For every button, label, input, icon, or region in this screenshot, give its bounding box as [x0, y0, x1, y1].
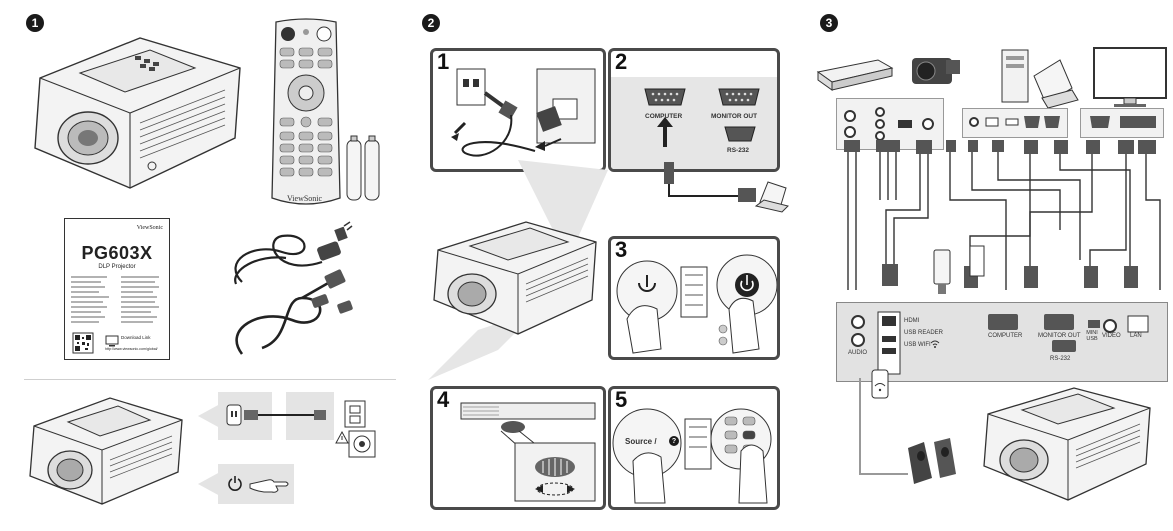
step-badge-3: 3	[820, 14, 838, 32]
panel-adjust-focus: 4	[430, 386, 606, 510]
usb-reader-dongle	[933, 249, 951, 294]
label-computer-port: COMPUTER	[988, 333, 1023, 339]
projector-small-illustration	[29, 397, 183, 505]
connect-up-arrow	[657, 117, 673, 147]
projector-center-illustration	[428, 160, 608, 380]
section-connect-and-power: 2 1 2	[408, 0, 790, 531]
plug-power-illustration	[451, 68, 596, 157]
guide-download-link: Download Link	[121, 335, 151, 340]
guide-language-list	[71, 276, 159, 323]
label-video: VIDEO	[1102, 333, 1121, 339]
power-on-illustration	[616, 254, 777, 354]
step-badge-2: 2	[422, 14, 440, 32]
label-monitor-out: MONITOR OUT	[711, 113, 758, 120]
power-cord-short-icon	[244, 410, 326, 420]
label-computer: COMPUTER	[645, 113, 683, 120]
label-mini-usb: MINI USB	[1086, 330, 1098, 342]
outlet-detail-icon	[348, 430, 376, 458]
panel-select-source: 5 Source / ?	[608, 386, 780, 510]
panel-plug-power: 1	[430, 48, 606, 172]
label-usb-reader: USB READER	[904, 330, 944, 336]
label-hdmi: HDMI	[904, 318, 920, 324]
section-in-the-box: 1	[0, 0, 400, 531]
warning-icon	[335, 430, 349, 444]
qr-code-icon	[72, 332, 94, 354]
laptop-cable-illustration	[664, 162, 789, 213]
label-rs232: RS-232	[727, 147, 750, 154]
panel-number-5: 5	[615, 387, 628, 412]
monitor-ports	[1090, 116, 1156, 128]
focus-ring-illustration	[460, 402, 596, 502]
power-inlet-icon	[226, 404, 242, 426]
rear-panel-ports	[851, 311, 1149, 375]
guide-url: http://www.viewsonic.com/global/	[105, 347, 158, 351]
remote-brand-text: ViewSonic	[287, 194, 323, 203]
panel-number-4: 4	[437, 387, 450, 412]
pc-ports	[969, 116, 1060, 128]
power-on-arrow	[198, 472, 220, 496]
guide-brand: ViewSonic	[136, 225, 163, 231]
panel-power-on: 3	[608, 236, 780, 360]
panel-number-3: 3	[615, 237, 628, 262]
section-divider	[24, 379, 396, 380]
power-cable-illustration	[234, 221, 353, 285]
label-usb-wifi: USB WIFI	[904, 342, 931, 348]
batteries-illustration	[346, 135, 380, 201]
quick-start-guide-booklet: ViewSonic PG603X DLP Projector Download …	[64, 218, 170, 360]
panel-number-1: 1	[437, 49, 450, 74]
source-button-illustration	[612, 408, 772, 504]
press-hand-icon	[249, 479, 289, 493]
remote-control-illustration	[271, 18, 341, 205]
vga-port-monitor-out	[718, 88, 760, 106]
label-lan: LAN	[1130, 333, 1142, 339]
projector-illustration	[34, 37, 241, 189]
connection-cables	[844, 140, 1161, 290]
label-monitor-out-port: MONITOR OUT	[1038, 333, 1081, 339]
vga-port-computer	[644, 88, 686, 106]
label-rs232-port: RS-232	[1050, 356, 1071, 362]
vga-cable-illustration	[235, 269, 353, 355]
wifi-dongle-illustration	[871, 369, 889, 399]
source-devices-illustration	[816, 47, 1167, 109]
power-icon	[228, 476, 242, 491]
power-connect-arrow	[198, 404, 220, 428]
speakers-illustration	[859, 378, 956, 484]
wall-outlet-icon	[344, 400, 366, 428]
section-connections: 3	[800, 0, 1173, 531]
panel-number-2: 2	[615, 49, 628, 74]
rs232-port	[724, 126, 756, 142]
step-badge-1: 1	[26, 14, 44, 32]
panel-computer-connect: 2 COMPUTER MONITOR OUT RS-232	[608, 48, 780, 172]
computer-icon	[105, 335, 119, 347]
wifi-icon	[930, 340, 940, 348]
av-device-ports	[844, 107, 934, 141]
label-source-button: Source /	[625, 437, 657, 446]
projector-connect-illustration	[983, 387, 1151, 501]
label-audio: AUDIO	[848, 350, 868, 356]
guide-subtitle: DLP Projector	[98, 264, 136, 270]
guide-model: PG603X	[81, 243, 153, 263]
help-icon: ?	[669, 436, 679, 446]
